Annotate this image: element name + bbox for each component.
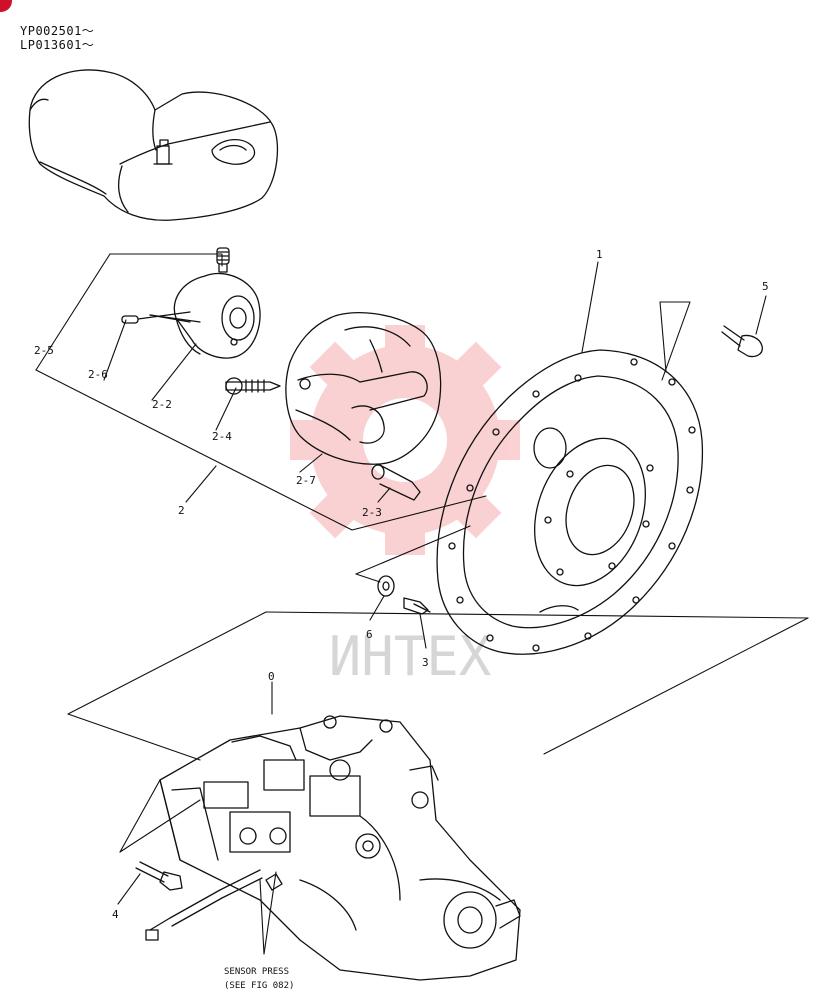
note-see-fig: (SEE FIG 082) [224, 981, 294, 991]
bolt-5 [721, 325, 763, 358]
label-6: 6 [366, 628, 373, 641]
label-0: 0 [268, 670, 275, 683]
label-2-4: 2-4 [212, 430, 232, 443]
label-2-7: 2-7 [296, 474, 316, 487]
serial-number-1: YP002501～ [20, 24, 95, 38]
watermark-gear-logo [290, 325, 520, 555]
washer-6 [377, 575, 395, 597]
label-2-2: 2-2 [152, 398, 172, 411]
callout-labels: 1 5 2-5 2-6 2-2 2-4 2 2-7 2-3 6 3 0 4 SE… [34, 248, 769, 991]
label-2-5: 2-5 [34, 344, 54, 357]
label-4: 4 [112, 908, 119, 921]
flexible-coupling-element [225, 312, 442, 501]
label-1: 1 [596, 248, 603, 261]
bolt-3 [403, 597, 431, 615]
leader-lines [35, 253, 809, 955]
label-3: 3 [422, 656, 429, 669]
watermark-text: ИНТЕХ [329, 625, 492, 688]
label-5: 5 [762, 280, 769, 293]
label-2-6: 2-6 [88, 368, 108, 381]
hydraulic-pump-assembly [145, 715, 521, 981]
coupling-hub [121, 247, 261, 359]
bolt-4 [135, 861, 183, 891]
label-2: 2 [178, 504, 185, 517]
label-2-3: 2-3 [362, 506, 382, 519]
engine-outline [28, 69, 279, 221]
serial-number-2: LP013601～ [20, 38, 95, 52]
note-sensor-press: SENSOR PRESS [224, 967, 289, 977]
flywheel-housing [436, 349, 704, 655]
